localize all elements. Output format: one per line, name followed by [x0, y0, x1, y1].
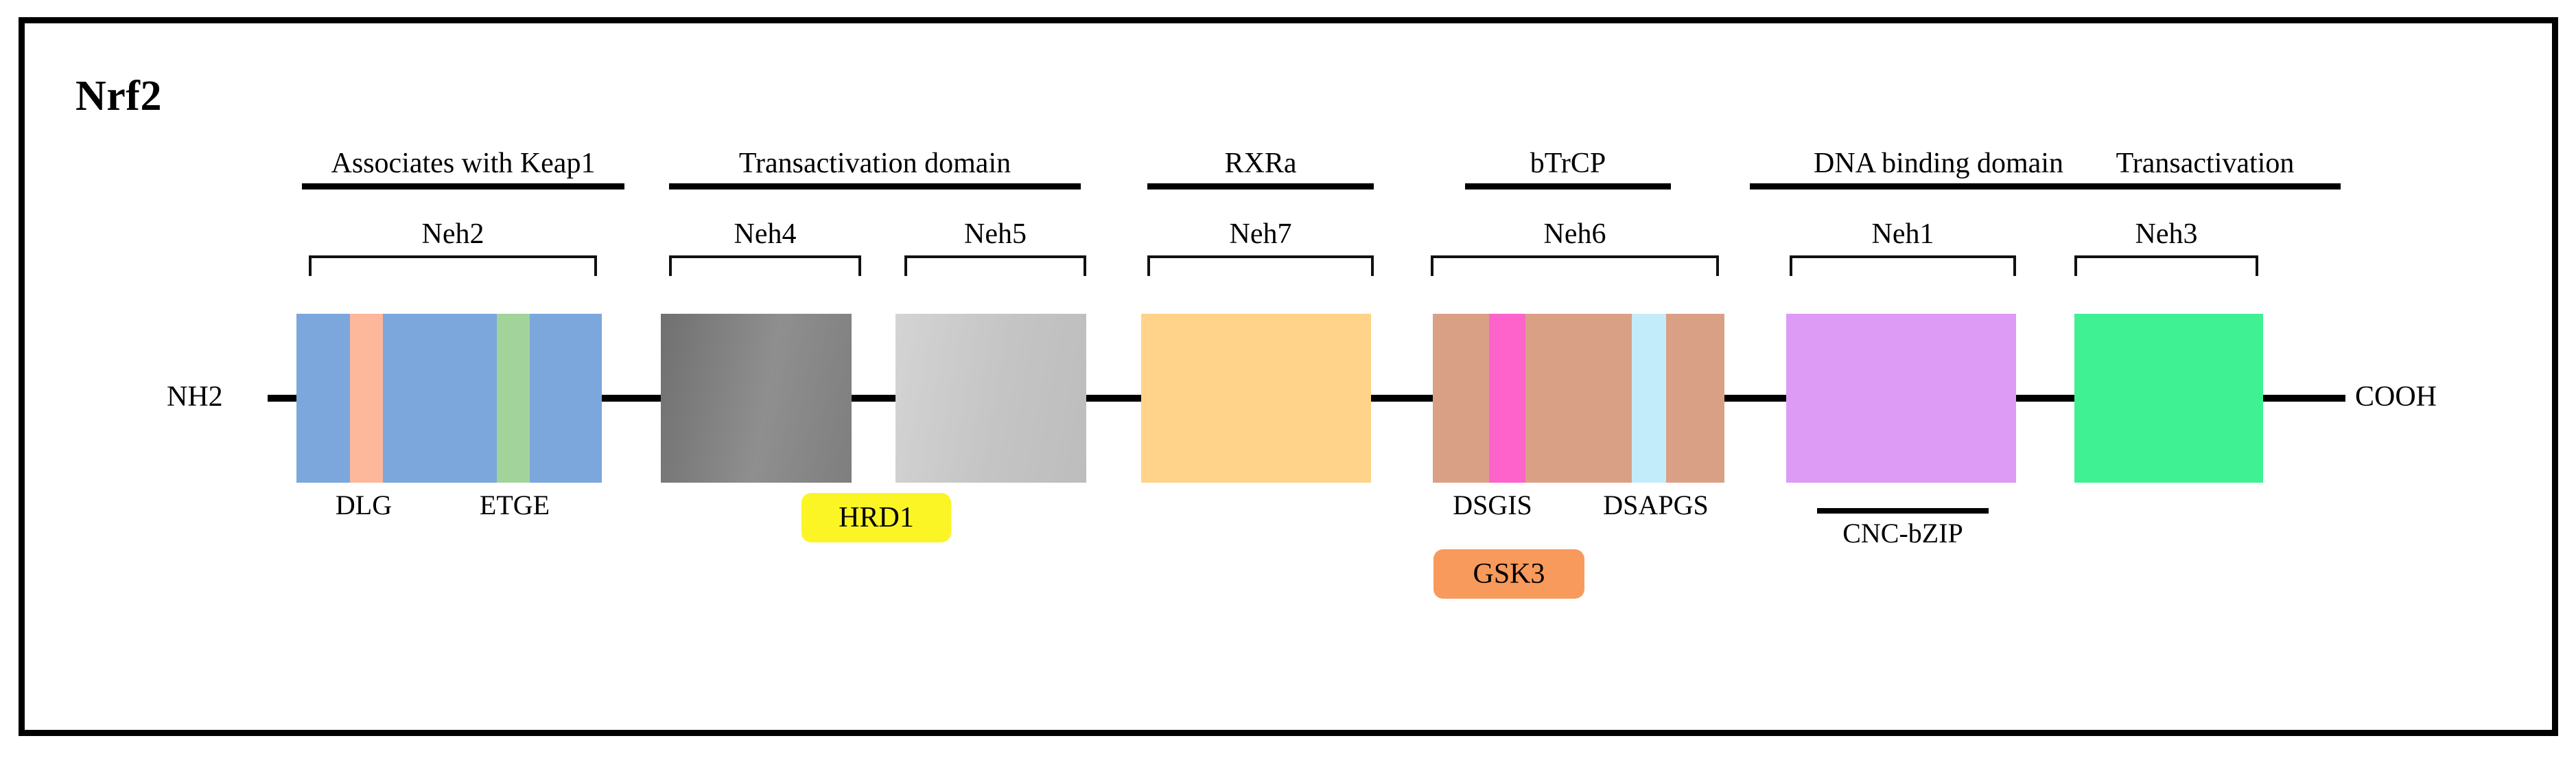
group-header-label: RXRa — [1224, 148, 1297, 179]
neh-group-neh1: Neh1 — [1790, 218, 2016, 276]
neh-bracket — [2074, 255, 2258, 276]
motif-stripe-dsgis — [1489, 314, 1525, 483]
backbone-segment-3 — [1086, 395, 1141, 402]
page-title: Nrf2 — [75, 73, 162, 119]
sub-label-text: CNC-bZIP — [1842, 518, 1963, 549]
neh-group-neh4: Neh4 — [669, 218, 861, 276]
motif-stripe-dlg — [350, 314, 383, 483]
c-terminus-label: COOH — [2355, 381, 2437, 413]
group-header-rxra: RXRa — [1147, 148, 1374, 190]
domain-block-neh6[interactable] — [1433, 314, 1724, 483]
neh-group-neh3: Neh3 — [2074, 218, 2258, 276]
group-header-label: Transactivation — [2116, 148, 2295, 179]
backbone-segment-4 — [1371, 395, 1433, 402]
group-header-label: Associates with Keap1 — [331, 148, 596, 179]
n-terminus-label: NH2 — [167, 381, 223, 413]
group-header-dna-binding-domain: DNA binding domain — [1750, 148, 2127, 190]
group-header-rule — [2070, 183, 2341, 190]
neh-name-label: Neh1 — [1871, 218, 1934, 250]
neh-group-neh6: Neh6 — [1431, 218, 1719, 276]
neh-bracket — [669, 255, 861, 276]
badge-hrd1[interactable]: HRD1 — [801, 493, 951, 542]
backbone-segment-cterm — [2263, 395, 2345, 402]
motif-label-dsapgs: DSAPGS — [1603, 490, 1709, 520]
group-header-rule — [1750, 183, 2127, 190]
domain-block-neh3[interactable] — [2074, 314, 2263, 483]
backbone-segment-6 — [2016, 395, 2074, 402]
neh-group-neh2: Neh2 — [309, 218, 597, 276]
group-header-transactivation: Transactivation — [2070, 148, 2341, 190]
backbone-segment-2 — [851, 395, 895, 402]
group-header-label: DNA binding domain — [1814, 148, 2063, 179]
neh-bracket — [1431, 255, 1719, 276]
neh-name-label: Neh2 — [421, 218, 484, 250]
neh-bracket — [1147, 255, 1374, 276]
group-header-label: bTrCP — [1530, 148, 1606, 179]
group-header-rule — [669, 183, 1081, 190]
neh-bracket — [1790, 255, 2016, 276]
domain-block-neh7[interactable] — [1141, 314, 1371, 483]
backbone-segment-5 — [1724, 395, 1786, 402]
group-header-label: Transactivation domain — [738, 148, 1011, 179]
domain-block-neh4[interactable] — [661, 314, 852, 483]
group-header-rule — [302, 183, 624, 190]
badge-gsk3[interactable]: GSK3 — [1433, 549, 1584, 599]
neh-name-label: Neh4 — [734, 218, 797, 250]
domain-block-neh5[interactable] — [895, 314, 1086, 483]
neh-group-neh7: Neh7 — [1147, 218, 1374, 276]
neh-name-label: Neh3 — [2135, 218, 2198, 250]
motif-stripe-etge — [497, 314, 530, 483]
group-header-rule — [1465, 183, 1671, 190]
backbone-segment-nterm — [268, 395, 298, 402]
domain-block-neh1[interactable] — [1786, 314, 2016, 483]
neh-bracket — [904, 255, 1086, 276]
group-header-rule — [1147, 183, 1374, 190]
group-header-btrcp: bTrCP — [1465, 148, 1671, 190]
group-header-transactivation-domain: Transactivation domain — [669, 148, 1081, 190]
motif-label-dsgis: DSGIS — [1453, 490, 1532, 520]
domain-block-neh2[interactable] — [296, 314, 602, 483]
neh-name-label: Neh7 — [1229, 218, 1292, 250]
backbone-segment-1 — [600, 395, 662, 402]
motif-label-etge: ETGE — [479, 490, 550, 520]
sub-label-cnc-bzip: CNC-bZIP — [1817, 508, 1989, 549]
neh-bracket — [309, 255, 597, 276]
sub-label-rule — [1817, 508, 1989, 514]
neh-group-neh5: Neh5 — [904, 218, 1086, 276]
motif-stripe-dsapgs — [1632, 314, 1666, 483]
motif-label-dlg: DLG — [335, 490, 393, 520]
group-header-associates-with-keap1: Associates with Keap1 — [302, 148, 624, 190]
neh-name-label: Neh5 — [964, 218, 1027, 250]
neh-name-label: Neh6 — [1543, 218, 1606, 250]
